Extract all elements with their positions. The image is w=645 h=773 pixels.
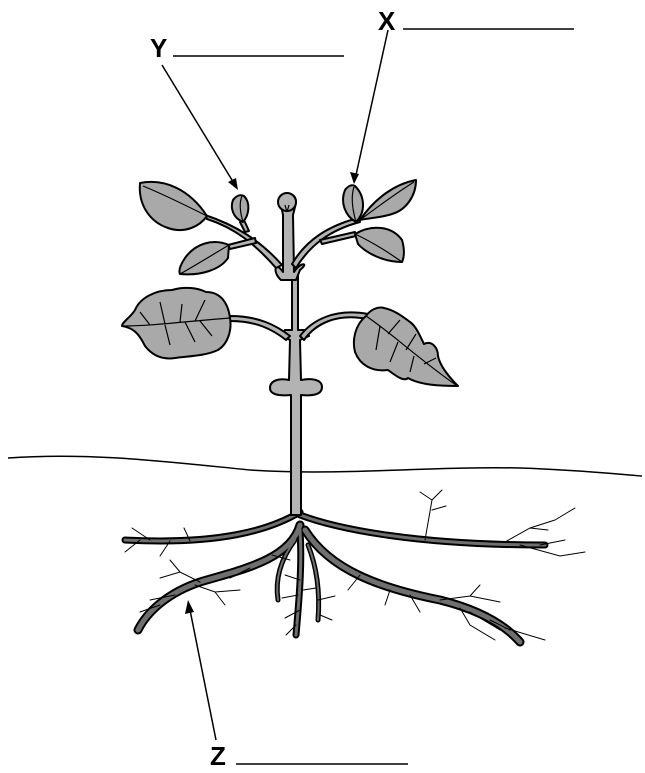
leaf-small-y <box>232 195 248 222</box>
root-hairs <box>125 490 585 640</box>
label-y: Y <box>150 33 167 63</box>
leaf-middle-right <box>355 228 404 262</box>
pointer-z <box>185 600 216 740</box>
pointer-y <box>162 65 238 190</box>
root-system <box>125 490 585 642</box>
leaf-lower-right <box>354 307 458 386</box>
leaf-upper-left <box>140 182 207 230</box>
label-y-group: Y <box>150 33 344 63</box>
leaf-small-x <box>343 185 363 222</box>
label-z: Z <box>210 741 226 771</box>
ground-line <box>8 456 642 476</box>
terminal-bud-icon <box>278 193 296 211</box>
label-z-group: Z <box>210 741 408 771</box>
leaf-upper-right <box>360 180 416 220</box>
leaf-lower-left <box>122 288 231 359</box>
label-x: X <box>378 6 396 36</box>
label-x-group: X <box>378 6 574 36</box>
leaf-middle-left <box>179 242 229 274</box>
pointer-x <box>350 30 388 184</box>
